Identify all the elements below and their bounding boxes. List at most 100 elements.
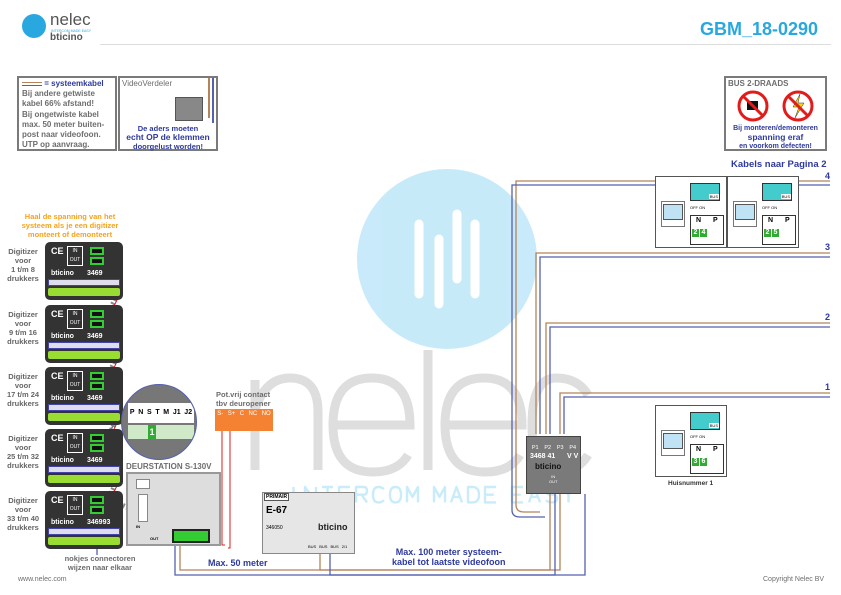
title-line: Pot.vrij contact xyxy=(216,390,271,399)
dip-digit: 6 xyxy=(700,458,707,466)
connector-out[interactable] xyxy=(90,320,104,328)
footer-copyright: Copyright Nelec BV xyxy=(763,576,825,583)
bus-title: BUS 2-DRAADS xyxy=(728,79,789,88)
note-line: De aders moeten xyxy=(137,124,199,133)
relay-terminal: NC xyxy=(248,411,258,417)
part-number: 3469 xyxy=(87,333,103,340)
dip-digit: 2 xyxy=(764,229,771,237)
port-label: P2 xyxy=(544,445,552,451)
connector-in[interactable] xyxy=(90,372,104,380)
note-line: Bij ongetwiste kabel xyxy=(22,109,99,119)
connector-out[interactable] xyxy=(90,506,104,514)
label-line: voor xyxy=(14,505,32,514)
label-line: drukkers xyxy=(7,337,39,346)
label-line: 9 t/m 16 xyxy=(9,328,37,337)
videophone: BUS OFF ON N P 3 6 xyxy=(655,405,727,477)
watermark-letter xyxy=(354,485,369,504)
off-on-switch[interactable]: OFF ON xyxy=(762,205,778,210)
in-label: IN xyxy=(72,311,78,317)
relay-wires xyxy=(221,430,231,549)
label-line: Digitizer xyxy=(8,496,38,505)
note-line: nokjes connectoren xyxy=(64,554,136,563)
out-label: OUT xyxy=(69,382,81,388)
connector-out[interactable] xyxy=(90,444,104,452)
connector-in[interactable] xyxy=(90,496,104,504)
logo-circle-icon xyxy=(22,14,46,38)
brand-label: bticino xyxy=(51,457,74,464)
label-line: drukkers xyxy=(7,399,39,408)
videophone: BUS OFF ON N P 2 4 xyxy=(655,176,727,248)
bus-terminal: BUS xyxy=(690,183,720,201)
brand-label: bticino xyxy=(51,395,74,402)
note-line: doorgelust worden! xyxy=(133,142,203,151)
brown-cables xyxy=(179,180,830,571)
header-divider xyxy=(100,44,831,45)
brand-label: bticino xyxy=(51,333,74,340)
connector-out[interactable] xyxy=(90,382,104,390)
part-number: 3469 xyxy=(87,457,103,464)
np-block: N P 2 4 xyxy=(690,215,724,245)
in-label: IN xyxy=(551,474,556,479)
ce-mark: CE xyxy=(51,309,64,319)
logo: nelec INTERCOM MADE EASY bticino xyxy=(22,11,122,44)
model-label: 3468 41 xyxy=(530,453,556,460)
terminal-strip xyxy=(48,288,120,296)
watermark-letter xyxy=(388,485,403,504)
monitor-icon xyxy=(661,430,685,456)
terminal-label: J2 xyxy=(184,409,193,416)
note-line: post naar videofoon. xyxy=(22,130,101,140)
connector-in[interactable] xyxy=(90,247,104,255)
title-line: tbv deuropener xyxy=(216,399,271,408)
output-label: 2/1 xyxy=(341,544,348,549)
no-power-icon xyxy=(782,90,814,122)
out-label: OUT xyxy=(69,257,81,263)
relay-terminal: S+ xyxy=(227,411,236,417)
primair-label: PRIMAIR xyxy=(264,493,290,501)
np-block: N P 2 5 xyxy=(762,215,796,245)
brand-label: bticino xyxy=(535,462,562,471)
bus-label: BUS xyxy=(708,194,719,199)
pagina2-label: Kabels naar Pagina 2 xyxy=(731,159,827,170)
cable-swatch-icon xyxy=(22,81,42,86)
port-label: P1 xyxy=(531,445,539,451)
cable-number-1: 1 xyxy=(825,382,831,392)
label-line: voor xyxy=(14,256,32,265)
cable-brown xyxy=(208,78,210,118)
button-labels xyxy=(48,279,120,286)
relay-terminal: NO xyxy=(261,411,271,417)
connector-in[interactable] xyxy=(90,434,104,442)
note-line: en voorkom defecten! xyxy=(739,143,812,150)
zoom-terminal-strip xyxy=(128,425,194,439)
videoverdeler-title: VideoVerdeler xyxy=(122,79,173,88)
terminal-strip xyxy=(48,351,120,359)
screen xyxy=(663,433,683,449)
off-on-switch[interactable]: OFF ON xyxy=(690,205,706,210)
monitor-caption: Huisnummer 1 xyxy=(668,480,714,487)
connector-out[interactable] xyxy=(90,257,104,265)
out-label: OUT xyxy=(69,444,81,450)
p-label: P xyxy=(713,217,718,224)
ce-mark: CE xyxy=(51,433,64,443)
deurstation: IN OUT xyxy=(126,472,221,546)
out-label: OUT xyxy=(549,479,558,484)
connector-in[interactable] xyxy=(90,310,104,318)
ce-mark: CE xyxy=(51,495,64,505)
watermark-circle xyxy=(357,169,537,349)
brand-label: bticino xyxy=(51,270,74,277)
note-line: kabel 66% afstand! xyxy=(22,99,95,109)
max-50-label: Max. 50 meter xyxy=(208,558,268,568)
terminal-label: S xyxy=(146,409,152,416)
terminal-strip xyxy=(48,475,120,483)
legend-label: = systeemkabel xyxy=(44,79,104,88)
np-block: N P 3 6 xyxy=(690,444,724,474)
off-on-switch[interactable]: OFF ON xyxy=(690,434,706,439)
footer-url[interactable]: www.nelec.com xyxy=(18,576,67,583)
